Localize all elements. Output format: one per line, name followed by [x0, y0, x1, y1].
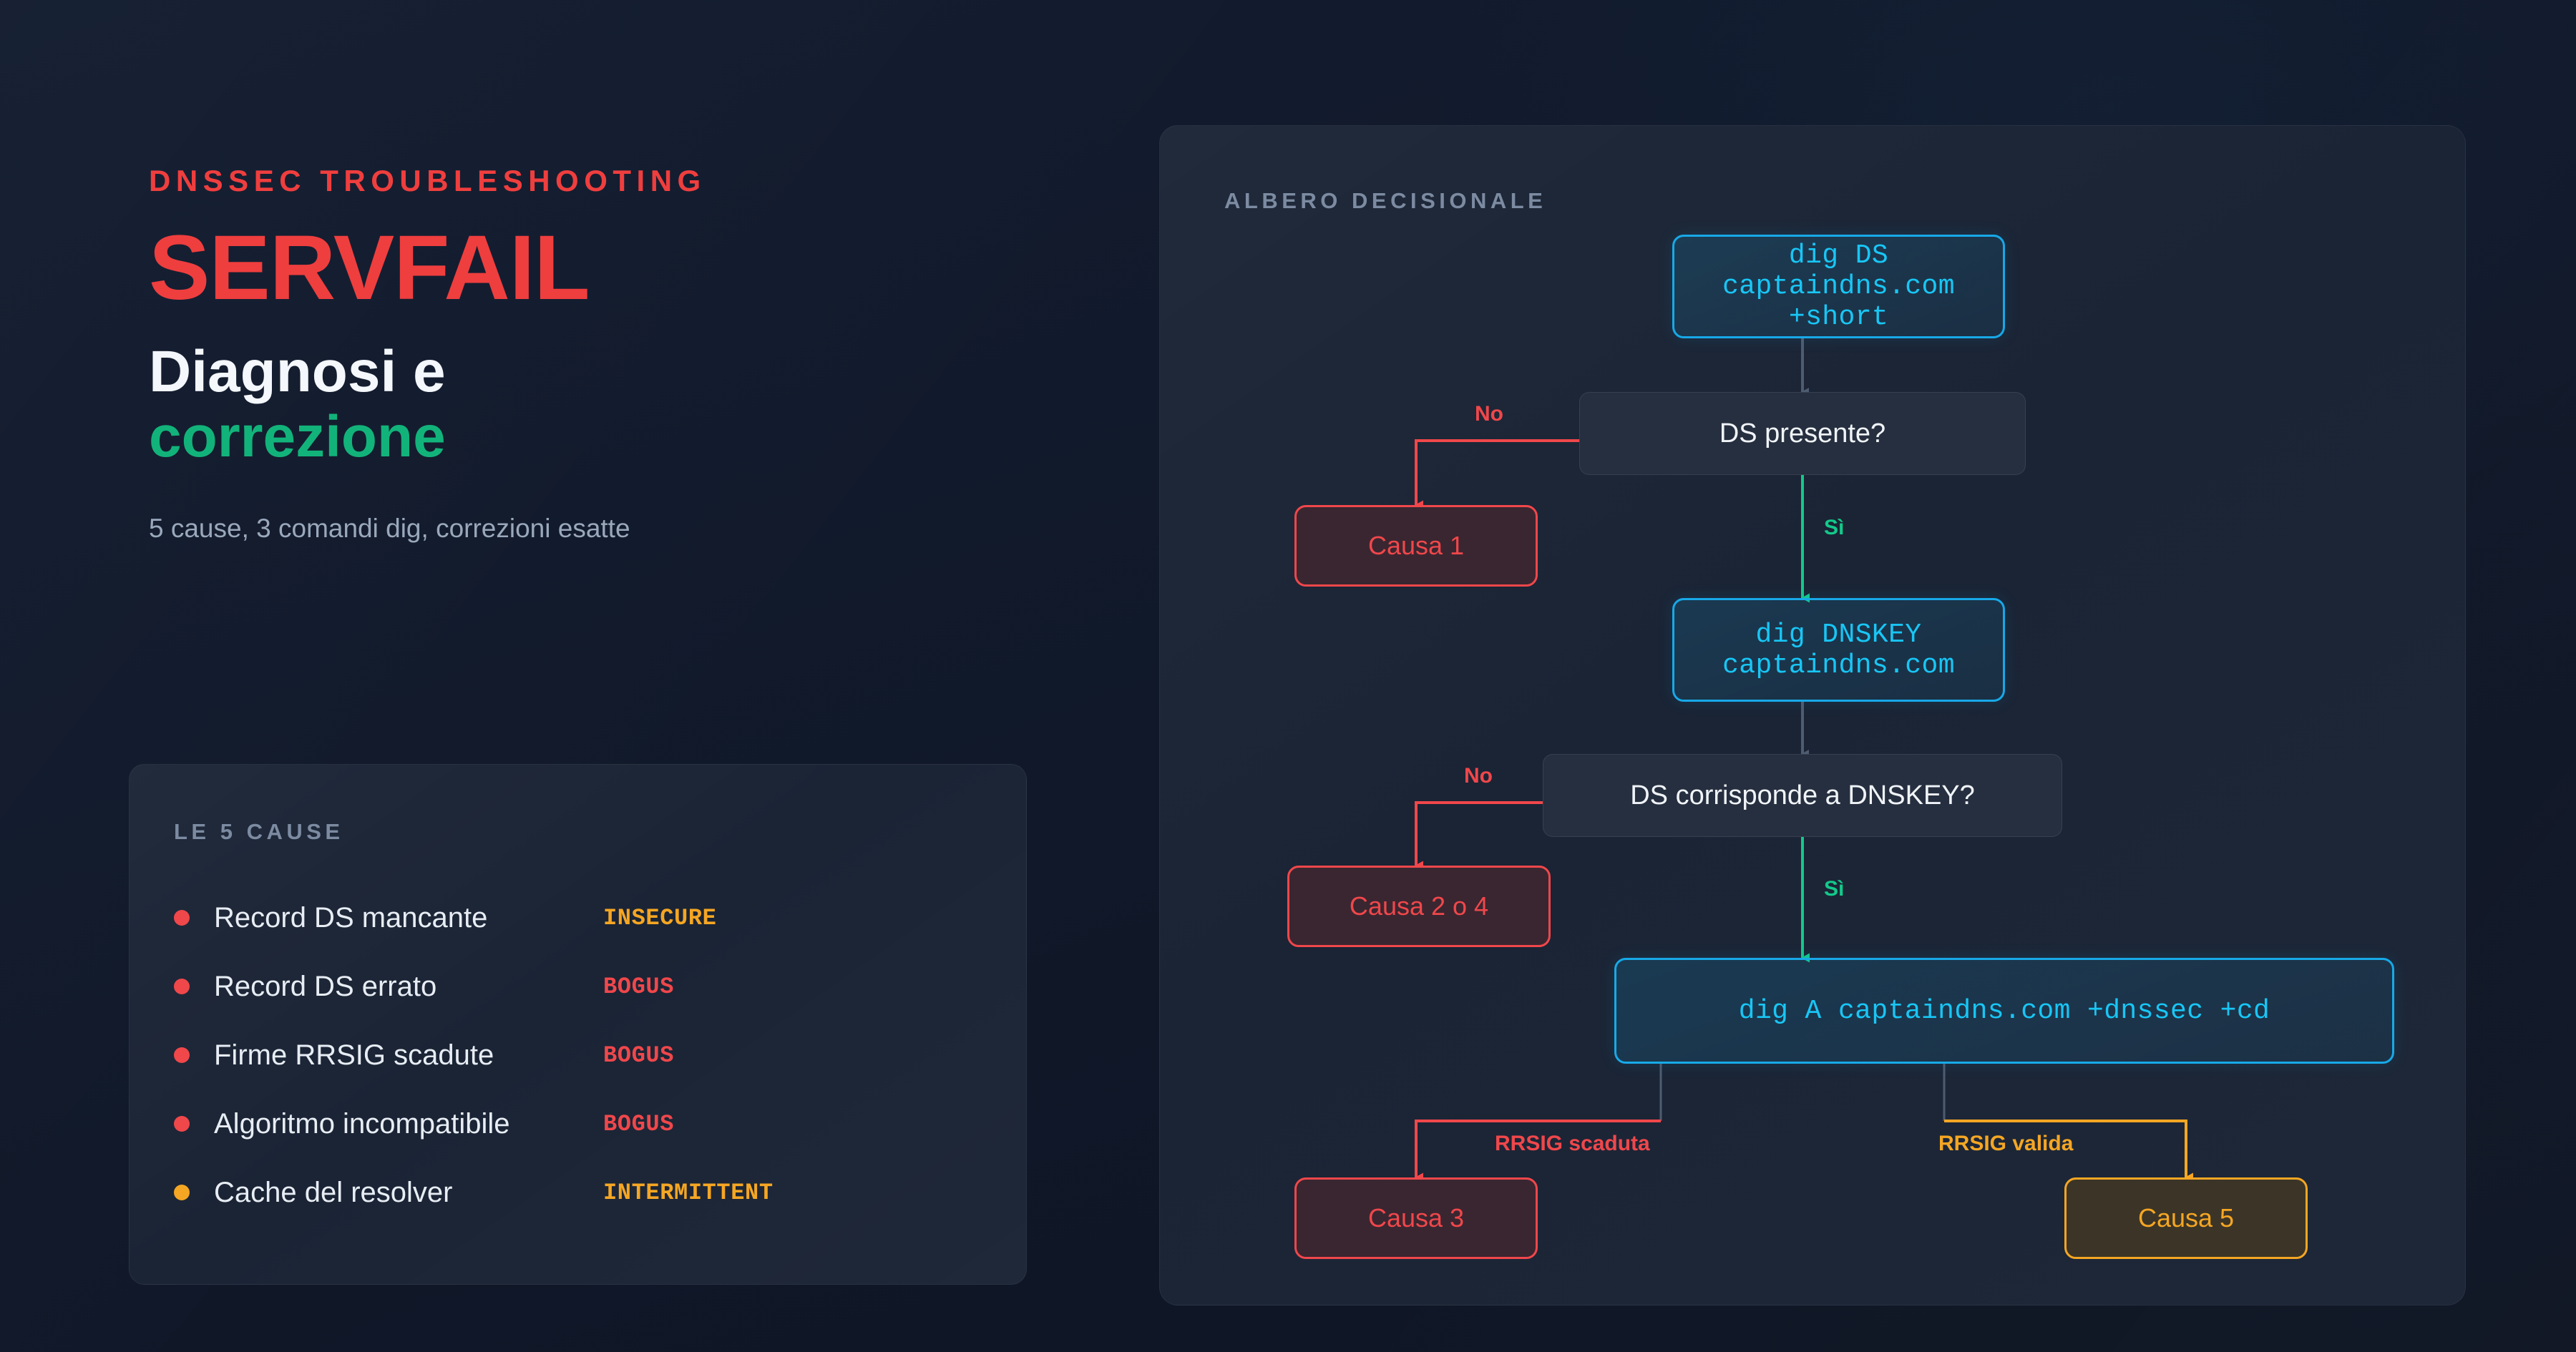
decision-text: DS presente?	[1719, 418, 1886, 449]
command-text: dig DS captaindns.com +short	[1722, 240, 1955, 333]
edge-label-no-2: No	[1464, 764, 1493, 788]
edge-label-si-2: Sì	[1824, 877, 1845, 901]
outcome-text: Causa 5	[2137, 1203, 2235, 1233]
eyebrow-label: DNSSEC TROUBLESHOOTING	[149, 164, 706, 197]
cause-row-inner: Cache del resolver INTERMITTENT	[174, 1177, 985, 1209]
subtitle-line-1: Diagnosi e	[149, 338, 446, 404]
outcome-box-causa-2-o-4[interactable]: Causa 2 o 4	[1287, 866, 1551, 947]
bullet-dot-icon	[174, 910, 190, 926]
status-badge: INTERMITTENT	[603, 1179, 774, 1206]
cause-label: Firme RRSIG scadute	[214, 1039, 494, 1071]
outcome-box-causa-1[interactable]: Causa 1	[1294, 505, 1538, 587]
edge-label-rrsig-scaduta: RRSIG scaduta	[1495, 1132, 1650, 1155]
decision-tree-heading: ALBERO DECISIONALE	[1224, 188, 1547, 213]
decision-tree-panel: ALBERO DECISIONALE	[1159, 125, 2466, 1306]
hero-block: DNSSEC TROUBLESHOOTING SERVFAIL Diagnosi…	[149, 164, 1072, 546]
causes-list: Record DS mancante INSECURE Record DS erra…	[174, 883, 985, 1227]
command-text: dig A captaindns.com +dnssec +cd	[1738, 995, 2270, 1027]
cause-row: Algoritmo incompatibile BOGUS	[174, 1089, 985, 1158]
status-badge: BOGUS	[603, 1042, 675, 1069]
outcome-text: Causa 2 o 4	[1349, 891, 1489, 921]
cause-label: Algoritmo incompatibile	[214, 1107, 510, 1140]
bullet-dot-icon	[174, 979, 190, 994]
cause-label: Cache del resolver	[214, 1176, 453, 1208]
page-title: SERVFAIL	[149, 217, 590, 320]
decision-box-ds-presente[interactable]: DS presente?	[1579, 392, 2026, 475]
cause-row-inner: Record DS mancante INSECURE	[174, 902, 985, 934]
cause-label: Record DS mancante	[214, 901, 488, 934]
cause-row-inner: Algoritmo incompatibile BOGUS	[174, 1108, 985, 1140]
cause-row: Record DS mancante INSECURE	[174, 883, 985, 952]
cause-label: Record DS errato	[214, 970, 437, 1002]
command-text: dig DNSKEY captaindns.com	[1722, 619, 1955, 681]
outcome-box-causa-3[interactable]: Causa 3	[1294, 1177, 1538, 1259]
cause-row: Record DS errato BOGUS	[174, 952, 985, 1021]
edge-label-no-1: No	[1475, 402, 1503, 426]
bullet-dot-icon	[174, 1047, 190, 1063]
cause-row: Cache del resolver INTERMITTENT	[174, 1158, 985, 1227]
status-badge: BOGUS	[603, 1110, 675, 1137]
status-badge: BOGUS	[603, 973, 675, 1000]
decision-box-ds-corrisponde[interactable]: DS corrisponde a DNSKEY?	[1543, 754, 2062, 837]
command-box-dig-dnskey[interactable]: dig DNSKEY captaindns.com	[1672, 598, 2005, 702]
tagline: 5 cause, 3 comandi dig, correzioni esatt…	[149, 514, 630, 544]
decision-text: DS corrisponde a DNSKEY?	[1630, 780, 1975, 810]
cause-row-inner: Record DS errato BOGUS	[174, 971, 985, 1003]
edge-label-si-1: Sì	[1824, 516, 1845, 539]
outcome-text: Causa 1	[1367, 531, 1465, 560]
outcome-text: Causa 3	[1367, 1203, 1465, 1233]
outcome-box-causa-5[interactable]: Causa 5	[2064, 1177, 2308, 1259]
decision-tree-canvas: dig DS captaindns.com +short DS presente…	[1160, 126, 2465, 1305]
bullet-dot-icon	[174, 1185, 190, 1200]
edge-label-rrsig-valida: RRSIG valida	[1938, 1132, 2074, 1155]
cause-row: Firme RRSIG scadute BOGUS	[174, 1021, 985, 1089]
bullet-dot-icon	[174, 1116, 190, 1132]
status-badge: INSECURE	[603, 904, 717, 931]
causes-card-heading: LE 5 CAUSE	[174, 819, 344, 844]
subtitle-line-2: correzione	[149, 404, 446, 470]
command-box-dig-a[interactable]: dig A captaindns.com +dnssec +cd	[1614, 958, 2394, 1064]
command-box-dig-ds[interactable]: dig DS captaindns.com +short	[1672, 235, 2005, 338]
cause-row-inner: Firme RRSIG scadute BOGUS	[174, 1039, 985, 1072]
